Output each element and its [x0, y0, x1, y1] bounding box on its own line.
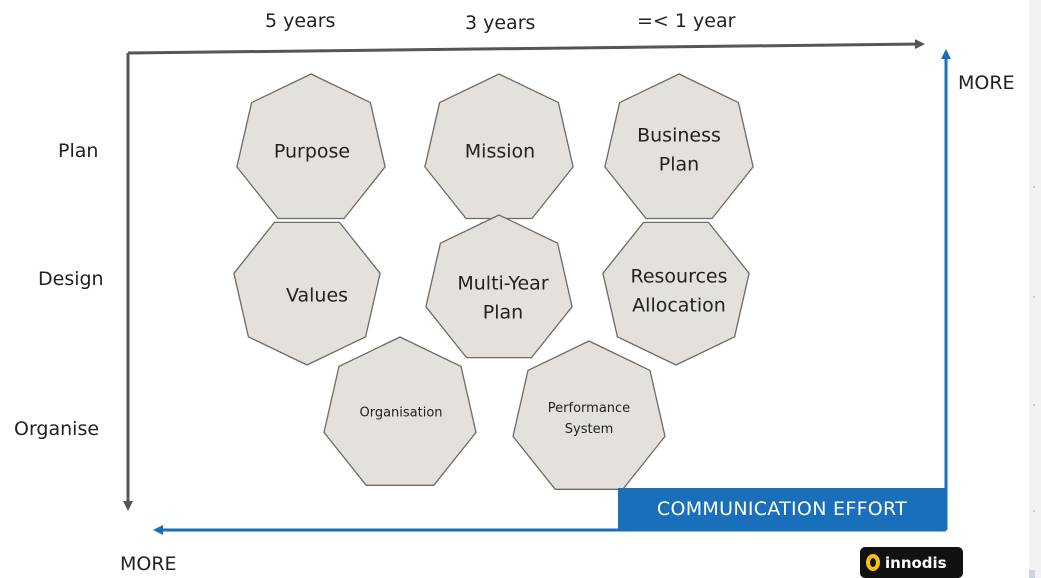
- logo-ring-icon: [866, 554, 880, 571]
- purpose-shape: [236, 73, 386, 220]
- logo-wordmark: innodis: [885, 553, 947, 572]
- performance-system-shape: [512, 340, 666, 490]
- window-scrollbar[interactable]: [1029, 0, 1041, 578]
- time-axis-arrow: [127, 39, 925, 55]
- column-5-years: 5 years: [265, 10, 336, 32]
- communication-effort-banner: COMMUNICATION EFFORT: [618, 488, 946, 530]
- organisation-shape: [323, 336, 477, 486]
- column-1-year: =< 1 year: [637, 10, 736, 32]
- business-plan-shape: [604, 73, 754, 220]
- innodis-logo: innodis: [860, 547, 963, 578]
- more-label-top-right: MORE: [958, 72, 1015, 94]
- resources-allocation-shape: [602, 221, 750, 366]
- purpose-label: Purpose: [273, 140, 351, 163]
- row-plan: Plan: [58, 140, 99, 162]
- multi-year-plan-shape: [425, 214, 573, 359]
- organisation-label: Organisation: [359, 405, 443, 421]
- values-label: Values: [285, 284, 349, 307]
- more-label-bottom-left: MORE: [120, 553, 177, 575]
- row-organise: Organise: [14, 418, 100, 440]
- row-design: Design: [38, 268, 104, 290]
- communication-effort-label: COMMUNICATION EFFORT: [656, 498, 908, 520]
- mission-label: Mission: [464, 140, 536, 163]
- values-shape: [233, 221, 381, 366]
- column-3-years: 3 years: [465, 12, 536, 34]
